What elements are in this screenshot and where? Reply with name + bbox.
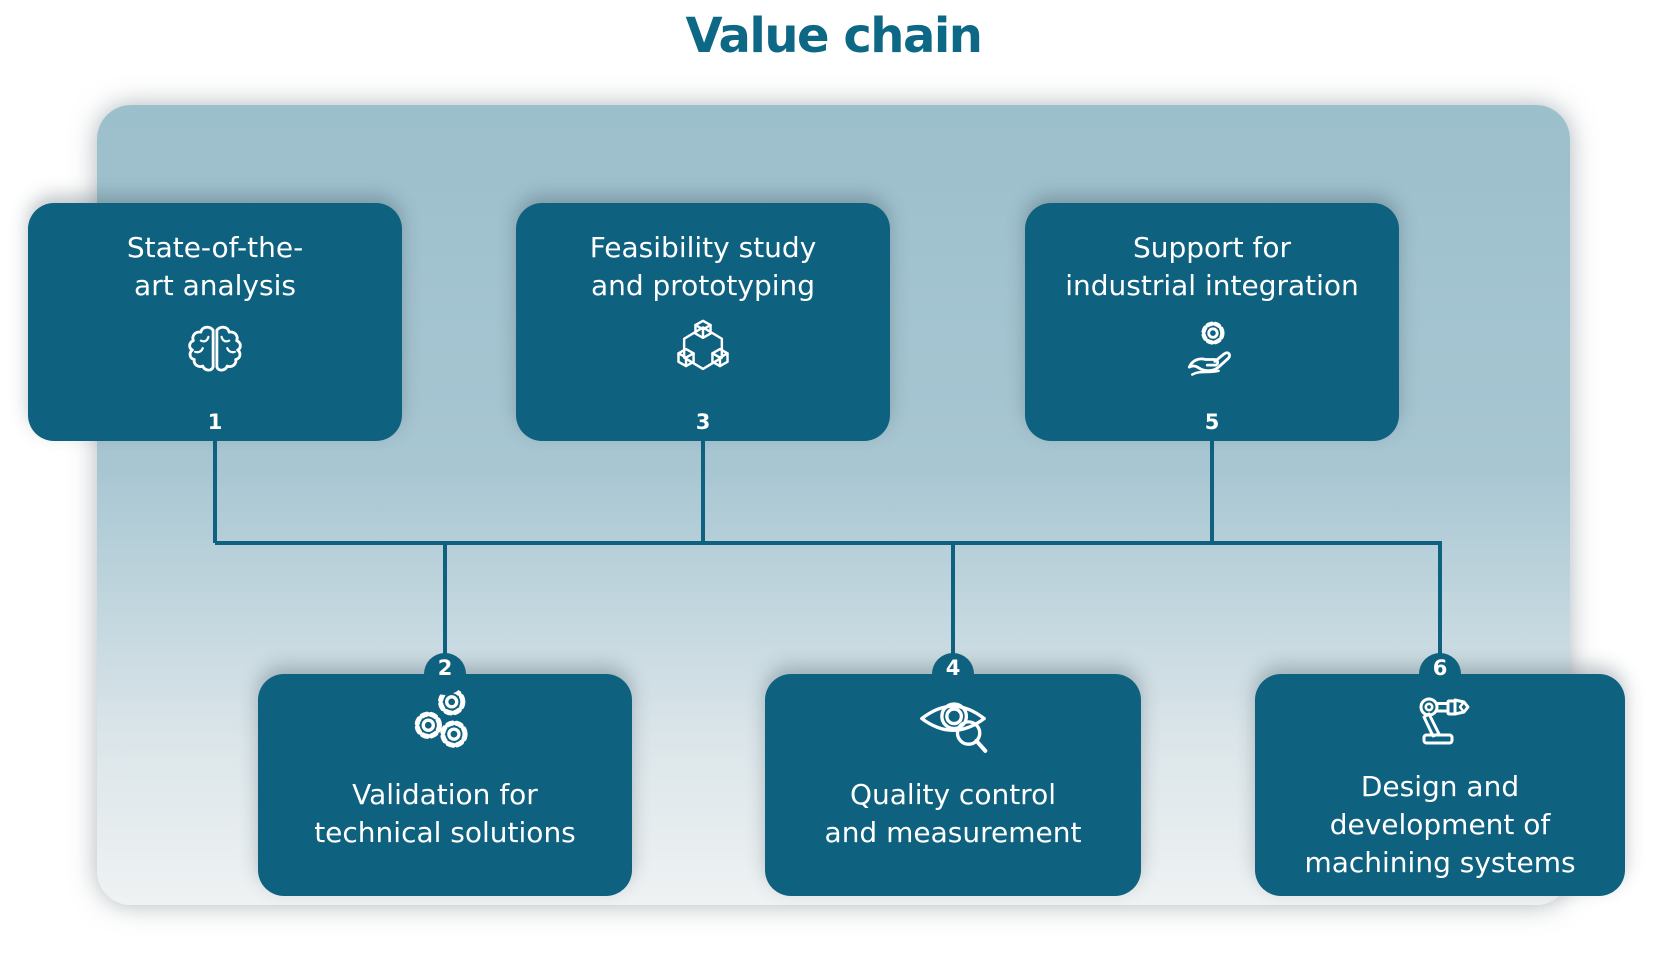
connector-line <box>213 433 217 543</box>
gear-hand-icon <box>1179 318 1245 384</box>
step-card-2: Validation for technical solutions <box>258 674 632 896</box>
step-label: Quality control and measurement <box>824 778 1082 849</box>
step-number-badge: 1 <box>194 394 236 436</box>
step-number: 2 <box>437 655 453 680</box>
connector-line <box>1210 433 1214 543</box>
eye-magnifier-icon <box>914 684 992 762</box>
robot-arm-icon <box>1405 684 1475 754</box>
step-card-4: Quality control and measurement <box>765 674 1141 896</box>
step-label: Design and development of machining syst… <box>1304 770 1576 879</box>
connector-line <box>701 433 705 543</box>
cubes-icon <box>670 318 736 384</box>
brain-icon <box>182 318 248 384</box>
step-card-6: Design and development of machining syst… <box>1255 655 1650 924</box>
step-card-1: State-of-the- art analysis <box>5 188 402 453</box>
connector-line <box>443 543 447 655</box>
connector-line <box>951 543 955 655</box>
step-number: 6 <box>1432 655 1448 680</box>
page-title: Value chain <box>685 8 983 64</box>
step-label: Support for industrial integration <box>1065 231 1359 302</box>
step-label: State-of-the- art analysis <box>126 231 304 302</box>
step-number-badge: 6 <box>1419 653 1461 695</box>
step-number: 1 <box>207 409 223 434</box>
step-number: 3 <box>695 409 711 434</box>
connector-bus-line <box>215 541 1442 545</box>
step-label: Feasibility study and prototyping <box>589 231 817 302</box>
step-number-badge: 3 <box>682 394 724 436</box>
step-label: Validation for technical solutions <box>314 778 576 849</box>
step-number-badge: 4 <box>932 653 974 695</box>
connector-line <box>1438 543 1442 655</box>
gears-icon <box>406 684 484 762</box>
step-number: 5 <box>1204 409 1220 434</box>
step-number: 4 <box>945 655 961 680</box>
step-number-badge: 5 <box>1191 394 1233 436</box>
step-number-badge: 2 <box>424 653 466 695</box>
